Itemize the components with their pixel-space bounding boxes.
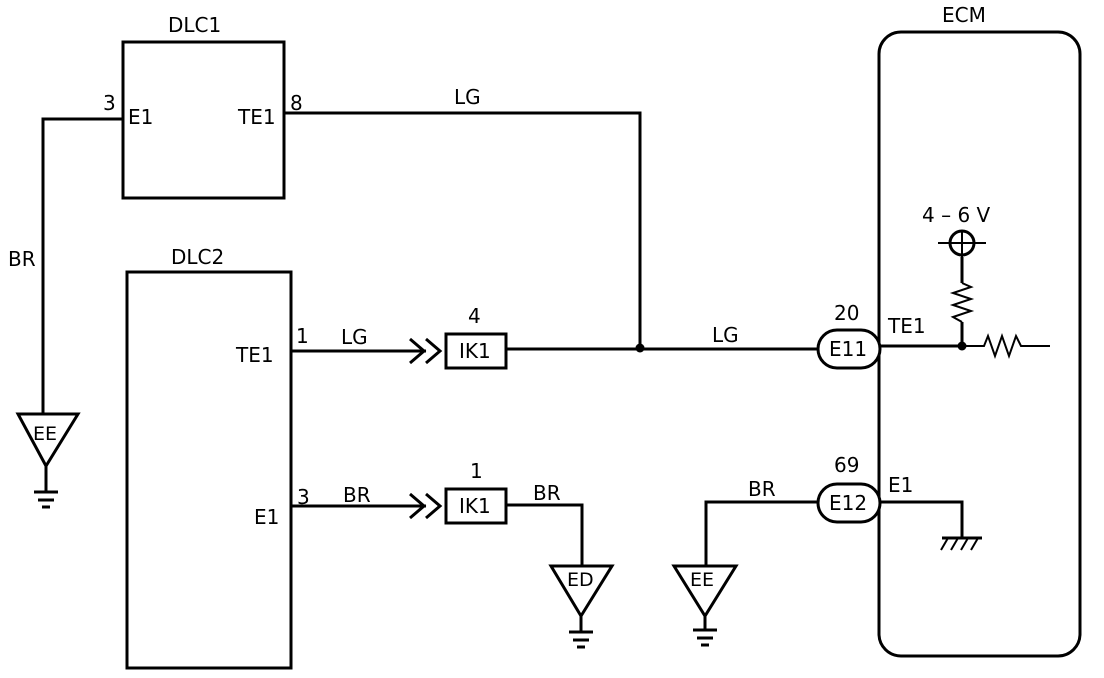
dlc2-pin-te1-number: 1 bbox=[296, 324, 309, 348]
wire-label-dlc1-e1: BR bbox=[8, 247, 36, 271]
ecm-series-resistor bbox=[962, 332, 1050, 360]
dlc2: DLC2 TE1 1 E1 3 bbox=[125, 245, 310, 670]
wire-label-ee-to-e12: BR bbox=[748, 477, 776, 501]
wire-dlc2-e1: BR bbox=[291, 483, 443, 520]
wire-label-junction-to-e11: LG bbox=[712, 323, 739, 347]
dlc1-box bbox=[121, 40, 286, 200]
wire-dlc1-e1: BR bbox=[8, 117, 123, 414]
ground-ed-triangle bbox=[548, 564, 615, 619]
dlc2-pin-e1-label: E1 bbox=[254, 505, 279, 529]
ground-ee-left-triangle bbox=[15, 412, 81, 470]
wire-label-ik1-to-ed: BR bbox=[533, 481, 561, 505]
connector-ik1-bottom-pin: 1 bbox=[470, 459, 483, 483]
wire-dlc2-te1: LG bbox=[291, 325, 443, 365]
ecm-pullup-resistor bbox=[949, 282, 975, 323]
ground-ee-left-label: EE bbox=[33, 423, 57, 445]
wire-label-dlc2-te1: LG bbox=[341, 325, 368, 349]
wire-dlc1-te1: LG bbox=[284, 85, 642, 348]
ground-ee-right-triangle bbox=[671, 564, 739, 619]
wire-label-dlc2-e1: BR bbox=[343, 483, 371, 507]
ecm-title: ECM bbox=[942, 3, 986, 27]
connector-e11-pin: 20 bbox=[834, 301, 859, 325]
ground-ed: ED bbox=[548, 564, 615, 649]
connector-e12: E12 69 bbox=[816, 453, 882, 524]
connector-ik1-bottom: IK1 1 bbox=[444, 459, 508, 525]
connector-ik1-bottom-label: IK1 bbox=[459, 494, 491, 518]
wire-ee-to-e12: BR bbox=[704, 477, 818, 566]
dlc1: DLC1 3 E1 TE1 8 bbox=[103, 13, 303, 200]
wire-label-dlc1-te1: LG bbox=[454, 85, 481, 109]
ground-ee-left: EE bbox=[15, 412, 81, 509]
dlc2-title: DLC2 bbox=[171, 245, 224, 269]
wire-junction-to-e11: LG bbox=[506, 323, 818, 353]
connector-e11-box bbox=[816, 328, 882, 370]
junction-dot bbox=[635, 343, 645, 353]
connector-e11: E11 20 bbox=[816, 301, 882, 370]
ecm-e1-circuit: E1 bbox=[880, 473, 982, 551]
ground-ee-right-label: EE bbox=[690, 569, 714, 591]
dlc1-pin-e1-number: 3 bbox=[103, 91, 116, 115]
dlc2-box bbox=[125, 270, 293, 670]
dlc1-pin-te1-label: TE1 bbox=[237, 105, 276, 129]
ecm-pin-e1-label: E1 bbox=[888, 473, 913, 497]
connector-ik1-top-box bbox=[444, 332, 508, 370]
connector-ik1-top-pin: 4 bbox=[468, 304, 481, 328]
dlc2-pin-te1-label: TE1 bbox=[235, 343, 274, 367]
ground-ee-right: EE bbox=[671, 564, 739, 647]
connector-ik1-top-label: IK1 bbox=[459, 339, 491, 363]
connector-e11-label: E11 bbox=[829, 337, 867, 361]
wire-ik1-to-ed: BR bbox=[506, 481, 584, 566]
connector-ik1-top: IK1 4 bbox=[444, 304, 508, 370]
dlc1-title: DLC1 bbox=[168, 13, 221, 37]
ground-ed-label: ED bbox=[567, 569, 594, 591]
connector-e12-label: E12 bbox=[829, 491, 867, 515]
dlc2-pin-e1-number: 3 bbox=[297, 485, 310, 509]
dlc1-pin-e1-label: E1 bbox=[128, 105, 153, 129]
ecm-voltage-label: 4 – 6 V bbox=[922, 203, 991, 227]
ecm-pin-te1-label: TE1 bbox=[887, 314, 926, 338]
connector-e12-pin: 69 bbox=[834, 453, 859, 477]
dlc1-pin-te1-number: 8 bbox=[290, 91, 303, 115]
ecm-te1-circuit: TE1 4 – 6 V bbox=[880, 203, 1050, 360]
ecm-box bbox=[877, 30, 1082, 658]
